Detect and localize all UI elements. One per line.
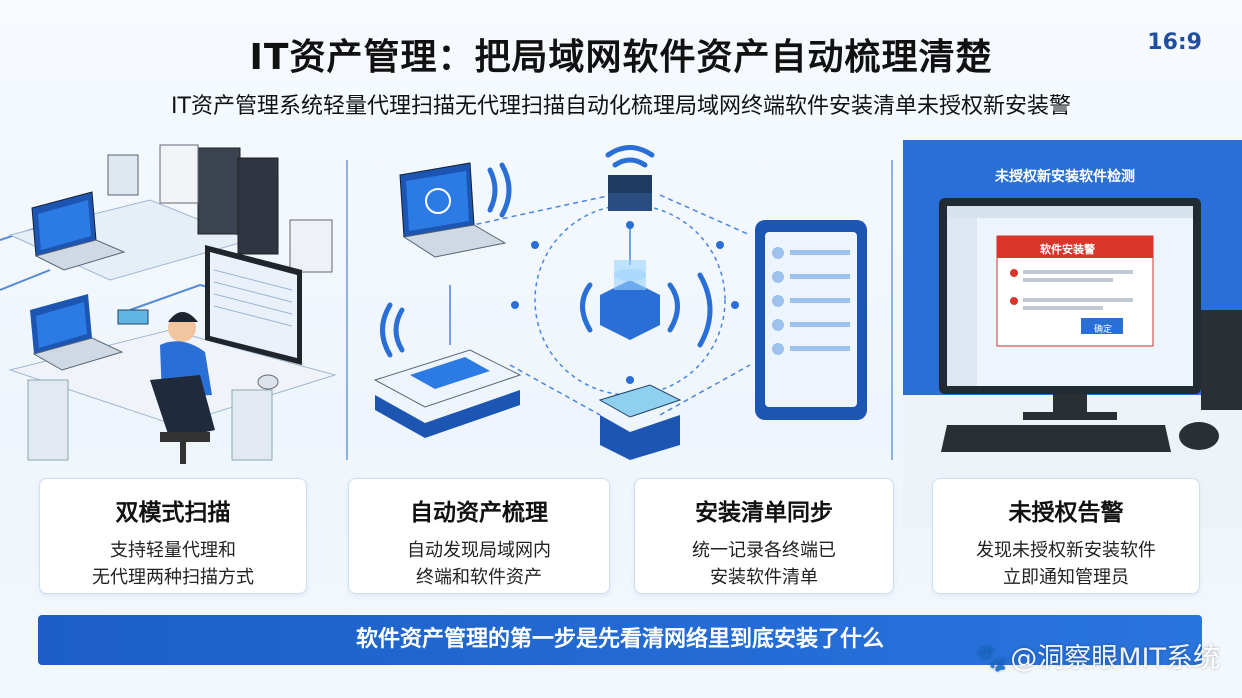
section-divider <box>891 160 893 460</box>
card-desc: 支持轻量代理和 无代理两种扫描方式 <box>92 540 254 588</box>
section-divider <box>346 160 348 460</box>
card-desc: 统一记录各终端已 安装软件清单 <box>692 540 836 588</box>
feature-card-asset-discovery: 自动资产梳理 自动发现局域网内 终端和软件资产 <box>348 478 610 594</box>
card-desc: 自动发现局域网内 终端和软件资产 <box>407 540 551 588</box>
alert-dialog-confirm-button[interactable]: 确定 <box>1094 325 1113 335</box>
page-title: IT资产管理：把局域网软件资产自动梳理清楚 <box>249 37 993 78</box>
card-title: 未授权告警 <box>1008 500 1124 526</box>
detection-panel-label: 未授权新安装软件检测 <box>995 169 1135 185</box>
office-scan-illustration <box>0 144 337 464</box>
paw-icon: 🐾 <box>975 644 1009 674</box>
detection-panel-illustration <box>903 140 1242 528</box>
feature-card-unauthorized-alert: 未授权告警 发现未授权新安装软件 立即通知管理员 <box>932 478 1200 594</box>
card-title: 安装清单同步 <box>695 500 833 526</box>
watermark: 🐾@洞察眼MIT系统 <box>976 636 1220 675</box>
card-title: 自动资产梳理 <box>410 500 548 526</box>
card-title: 双模式扫描 <box>115 500 231 526</box>
feature-card-dual-scan: 双模式扫描 支持轻量代理和 无代理两种扫描方式 <box>39 478 307 594</box>
watermark-text: @洞察眼MIT系统 <box>1010 643 1220 674</box>
card-desc: 发现未授权新安装软件 立即通知管理员 <box>976 540 1156 588</box>
feature-card-install-sync: 安装清单同步 统一记录各终端已 安装软件清单 <box>634 478 894 594</box>
bottom-banner: 软件资产管理的第一步是先看清网络里到底安装了什么 <box>38 615 1202 665</box>
aspect-ratio-label: 16:9 <box>1147 30 1202 55</box>
page-subtitle: IT资产管理系统轻量代理扫描无代理扫描自动化梳理局域网终端软件安装清单未授权新安… <box>171 94 1071 119</box>
alert-dialog-title: 软件安装警 <box>1040 243 1095 256</box>
network-discovery-illustration <box>373 145 867 460</box>
